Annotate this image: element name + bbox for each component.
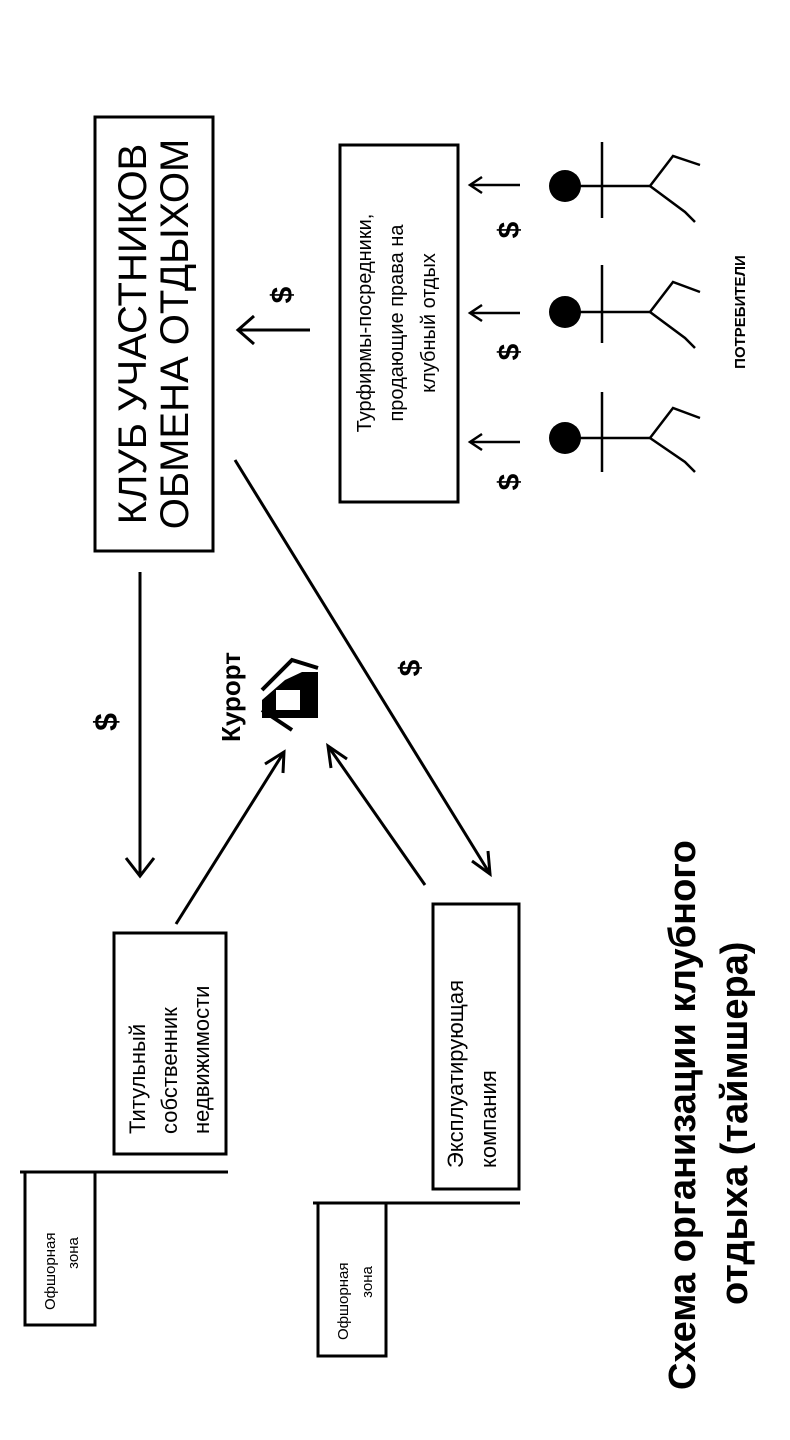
club-box bbox=[93, 115, 215, 553]
diagram-title: Схема организации клубного отдыха (таймш… bbox=[662, 840, 756, 1390]
club-label-line2: ОБМЕНА ОТДЫХОМ bbox=[153, 139, 197, 530]
arrow-operator-to-resort bbox=[326, 742, 427, 886]
consumers-label: ПОТРЕБИТЕЛИ bbox=[732, 255, 749, 369]
dollar-consumer-1: $ bbox=[493, 221, 526, 238]
dollar-club-to-operator: $ bbox=[394, 659, 427, 676]
operator-label-line1: Эксплуатирующая bbox=[443, 980, 468, 1168]
offshore-zone-top: Офшорная зона bbox=[20, 1170, 228, 1327]
owner-box bbox=[112, 931, 228, 1156]
agents-box bbox=[338, 143, 460, 504]
consumer-figure-3 bbox=[549, 392, 701, 473]
dollar-consumer-3: $ bbox=[493, 473, 526, 490]
agents-label-line2: продающие права на bbox=[386, 224, 408, 422]
resort-label: Курорт bbox=[216, 652, 246, 742]
arrow-owner-to-resort bbox=[174, 749, 286, 925]
agents-label-line3: клубный отдых bbox=[418, 253, 440, 393]
owner-label-line2: собственник bbox=[157, 1007, 182, 1134]
offshore-bottom-line1: Офшорная bbox=[335, 1263, 352, 1340]
consumer-arrow-2 bbox=[467, 303, 520, 323]
club-node: КЛУБ УЧАСТНИКОВ ОБМЕНА ОТДЫХОМ bbox=[93, 115, 215, 553]
operator-box bbox=[431, 902, 521, 1191]
owner-label-line1: Титульный bbox=[125, 1024, 150, 1134]
owner-node: Титульный собственник недвижимости bbox=[112, 931, 228, 1156]
arrow-agents-to-club bbox=[235, 314, 310, 346]
offshore-zone-bottom: Офшорная зона bbox=[313, 1201, 520, 1358]
resort-house-icon bbox=[260, 657, 319, 732]
arrow-club-to-owner bbox=[124, 572, 156, 879]
dollar-agents-to-club: $ bbox=[266, 286, 299, 303]
owner-label-line3: недвижимости bbox=[189, 986, 214, 1134]
consumer-figure-1 bbox=[549, 142, 701, 223]
arrow-club-to-operator bbox=[233, 459, 492, 878]
operator-node: Эксплуатирующая компания bbox=[431, 902, 521, 1191]
title-line1: Схема организации клубного bbox=[662, 840, 704, 1390]
consumer-arrow-3 bbox=[467, 432, 520, 452]
consumer-figure-2 bbox=[549, 265, 701, 349]
consumer-arrow-1 bbox=[467, 175, 520, 195]
dollar-club-to-owner: $ bbox=[88, 713, 124, 731]
offshore-top-box bbox=[23, 1170, 97, 1327]
offshore-top-line1: Офшорная bbox=[42, 1233, 59, 1310]
operator-label-line2: компания bbox=[476, 1070, 501, 1168]
offshore-bottom-line2: зона bbox=[359, 1266, 376, 1298]
dollar-consumer-2: $ bbox=[493, 343, 526, 360]
agents-node: Турфирмы-посредники, продающие права на … bbox=[338, 143, 460, 504]
agents-label-line1: Турфирмы-посредники, bbox=[354, 214, 376, 433]
title-line2: отдыха (таймшера) bbox=[714, 942, 756, 1305]
offshore-top-line2: зона bbox=[65, 1237, 82, 1269]
club-label-line1: КЛУБ УЧАСТНИКОВ bbox=[111, 144, 155, 524]
offshore-bottom-box bbox=[316, 1201, 388, 1358]
